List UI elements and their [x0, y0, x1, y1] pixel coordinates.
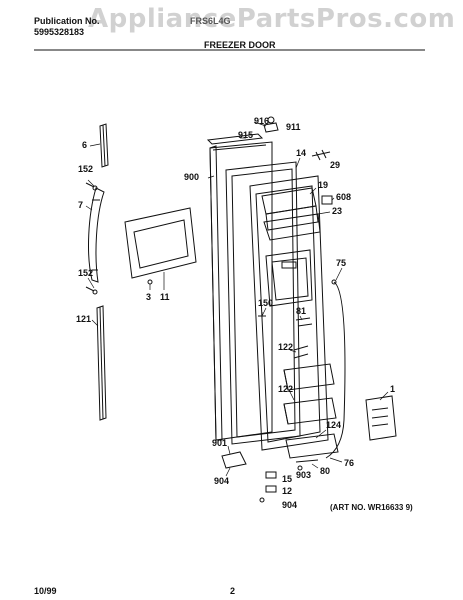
- callout-81: 81: [296, 306, 306, 316]
- inner-door-liner-part: [249, 175, 329, 451]
- art-number: (ART NO. WR16633 9): [330, 503, 413, 512]
- callout-916: 916: [254, 116, 269, 126]
- footer-page: 2: [230, 586, 236, 596]
- section-title: FREEZER DOOR: [204, 40, 276, 50]
- callout-915: 915: [238, 130, 253, 140]
- callout-150: 150: [258, 298, 273, 308]
- callout-19: 19: [318, 180, 328, 190]
- callout-14: 14: [296, 148, 306, 158]
- callout-6: 6: [82, 140, 87, 150]
- footer-date: 10/99: [34, 586, 57, 596]
- callout-11: 11: [160, 292, 170, 302]
- callout-608: 608: [336, 192, 351, 202]
- frame-screw-part: [147, 279, 153, 285]
- door-closure-part: [259, 471, 277, 503]
- publication-number: 5995328183: [34, 27, 85, 37]
- dispenser-recess-part: [265, 249, 313, 307]
- callout-904-bottom: 904: [282, 500, 297, 510]
- door-stop-part: [321, 195, 333, 205]
- door-shelf-top-part: [261, 187, 319, 231]
- handle-screw-part: [85, 182, 98, 295]
- actuator-part: [295, 317, 313, 327]
- door-bin-upper-part: [283, 345, 335, 391]
- hinge-cover-part: [221, 451, 247, 469]
- door-screw-part: [258, 312, 266, 318]
- callout-152-lower: 152: [78, 268, 93, 278]
- shelf-bin-part: [263, 213, 321, 241]
- dispenser-trim-frame-part: [124, 207, 197, 279]
- outer-door-panel-part: [209, 141, 273, 441]
- callout-29: 29: [330, 160, 340, 170]
- hinge-part: [311, 149, 331, 161]
- trim-strip-top-part: [99, 123, 109, 168]
- wire-harness-part: [325, 281, 346, 459]
- callout-901: 901: [212, 438, 227, 448]
- publication-label: Publication No.: [34, 16, 100, 26]
- callout-75: 75: [336, 258, 346, 268]
- door-top-cap-part: [206, 116, 279, 145]
- lower-hinge-part: [295, 459, 319, 471]
- callout-15: 15: [282, 474, 292, 484]
- callout-23: 23: [332, 206, 342, 216]
- callout-80: 80: [320, 466, 330, 476]
- callout-1: 1: [390, 384, 395, 394]
- watermark: AppliancePartsPros.com: [88, 4, 456, 34]
- callout-3: 3: [146, 292, 151, 302]
- trim-strip-bottom-part: [96, 305, 107, 421]
- callout-900: 900: [184, 172, 199, 182]
- model-code: FRS6L4G: [190, 16, 231, 26]
- door-bin-lower-part: [283, 397, 337, 425]
- callout-122-lower: 122: [278, 384, 293, 394]
- callout-122-upper: 122: [278, 342, 293, 352]
- callout-121: 121: [76, 314, 91, 324]
- callout-12: 12: [282, 486, 292, 496]
- door-handle-part: [88, 187, 105, 283]
- callout-904-left: 904: [214, 476, 229, 486]
- callout-903: 903: [296, 470, 311, 480]
- callout-7: 7: [78, 200, 83, 210]
- callout-911: 911: [286, 122, 301, 132]
- callout-124: 124: [326, 420, 341, 430]
- instruction-label-part: [365, 395, 397, 441]
- callout-152-upper: 152: [78, 164, 93, 174]
- callout-76: 76: [344, 458, 354, 468]
